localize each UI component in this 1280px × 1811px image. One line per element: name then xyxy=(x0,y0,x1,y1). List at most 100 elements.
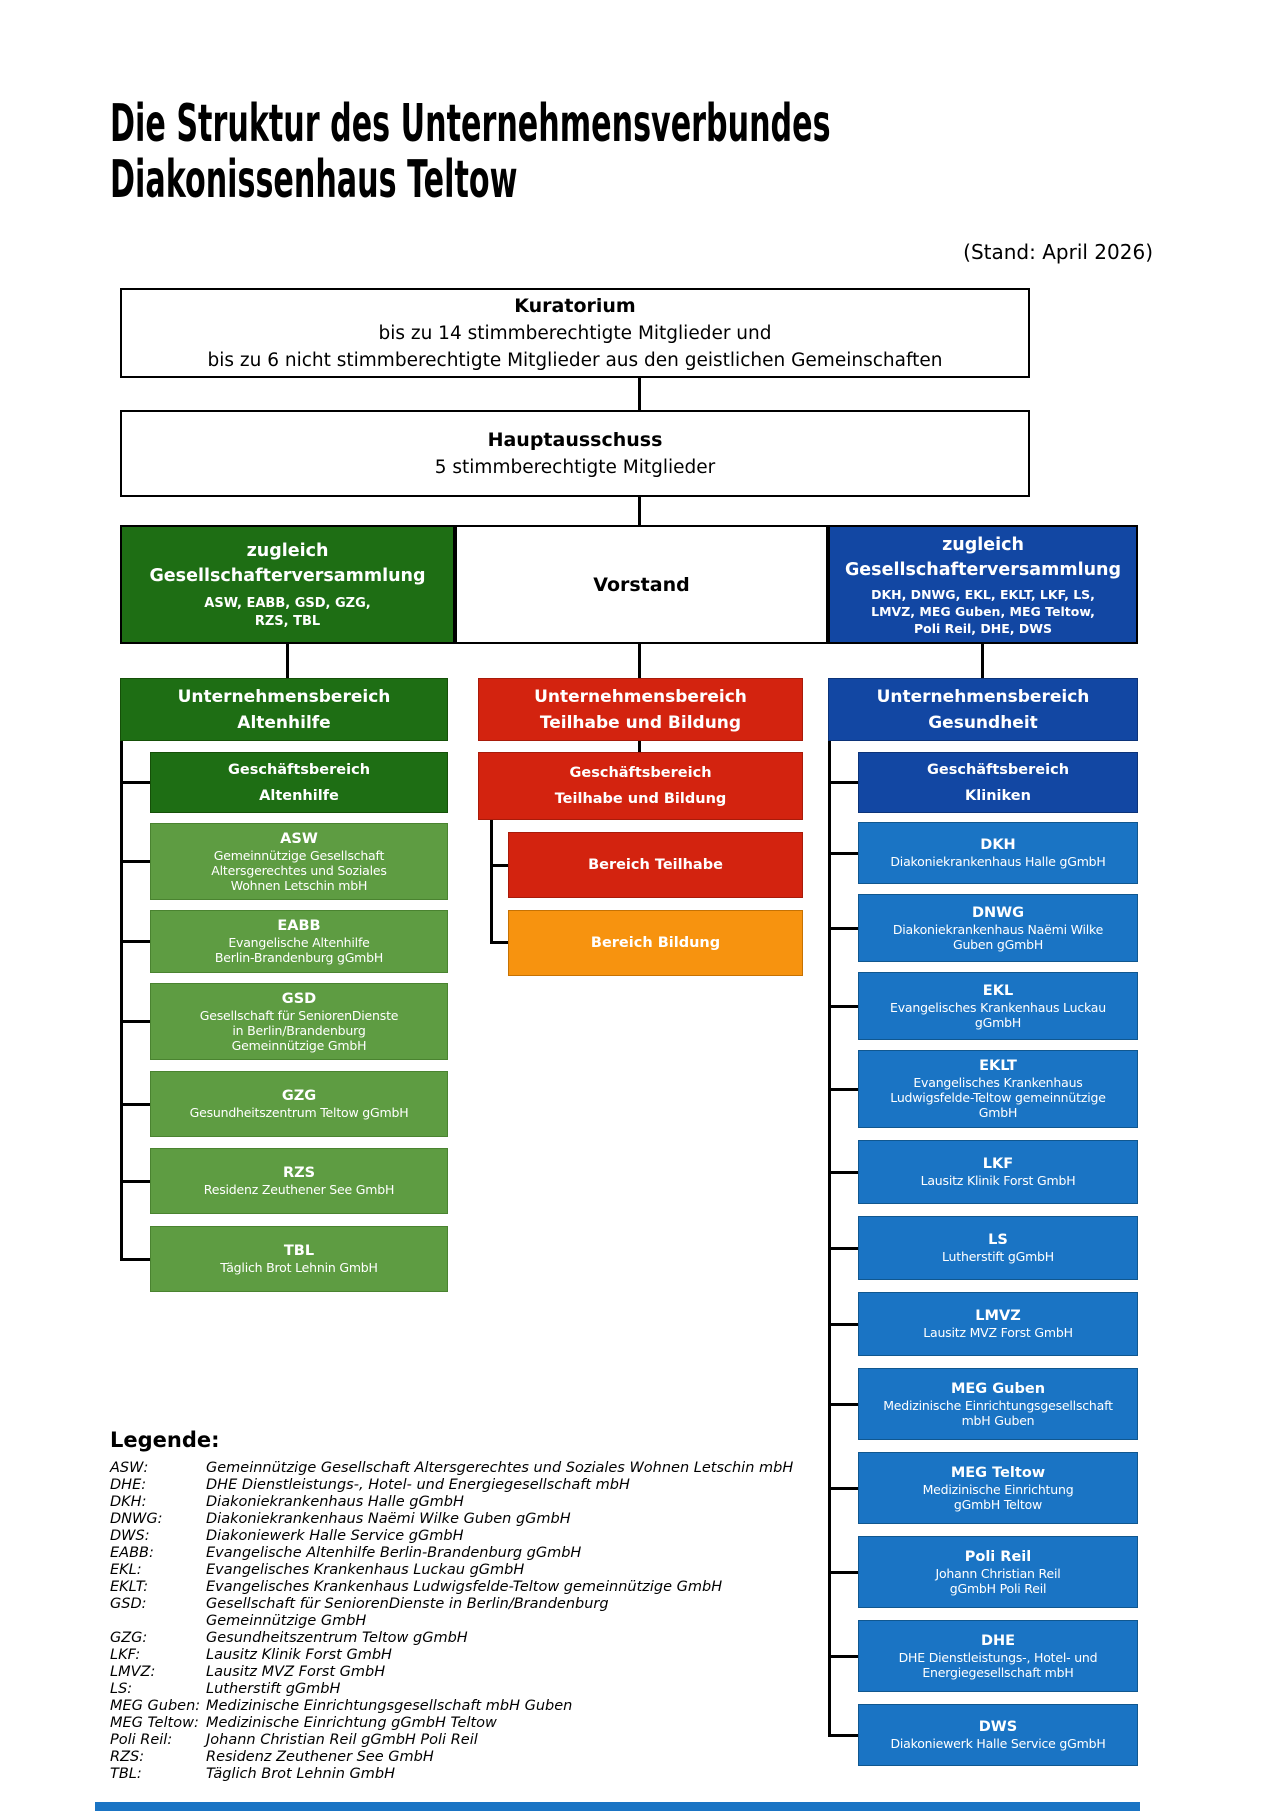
legend-title: Legende: xyxy=(110,1428,220,1452)
legend-abbr: ASW: xyxy=(110,1460,149,1476)
connector-kuratorium-hauptausschuss xyxy=(638,378,641,410)
header-gesundheit-line2: Gesundheit xyxy=(928,712,1038,733)
rzs-abbr: RZS xyxy=(282,1165,316,1181)
header-gesundheit: Unternehmensbereich Gesundheit xyxy=(828,678,1138,741)
legend-name: Residenz Zeuthener See GmbH xyxy=(206,1749,434,1765)
stub-dws xyxy=(828,1734,858,1737)
box-geschaeftsbereich-altenhilfe: Geschäftsbereich Altenhilfe xyxy=(150,752,448,813)
stub-eabb xyxy=(120,940,150,943)
gv-right-line2: Gesellschafterversammlung xyxy=(844,559,1122,580)
stub-bereich-bildung xyxy=(490,941,508,944)
as-of-date: (Stand: April 2026) xyxy=(963,240,1153,264)
legend-abbr: LS: xyxy=(110,1681,133,1697)
eklt-abbr: EKLT xyxy=(979,1058,1017,1074)
header-teilhabe-bildung: Unternehmensbereich Teilhabe und Bildung xyxy=(478,678,803,741)
gb-teilhabe-line2: Teilhabe und Bildung xyxy=(554,791,727,807)
dkh-name: Diakoniekrankenhaus Halle gGmbH xyxy=(890,854,1106,869)
legend-name: Diakoniekrankenhaus Naëmi Wilke Guben gG… xyxy=(206,1511,571,1527)
stub-gb-altenhilfe xyxy=(120,781,150,784)
ls-abbr: LS xyxy=(988,1232,1008,1248)
box-asw: ASW Gemeinnützige Gesellschaft Altersger… xyxy=(150,823,448,900)
legend-name: Evangelische Altenhilfe Berlin-Brandenbu… xyxy=(206,1545,582,1561)
lmvz-name: Lausitz MVZ Forst GmbH xyxy=(923,1325,1073,1340)
legend-name: Gesellschaft für SeniorenDienste in Berl… xyxy=(206,1596,609,1629)
legend-abbr: GSD: xyxy=(110,1596,147,1612)
legend-abbr: DHE: xyxy=(110,1477,147,1493)
box-ekl: EKL Evangelisches Krankenhaus Luckau gGm… xyxy=(858,972,1138,1040)
bereich-teilhabe-label: Bereich Teilhabe xyxy=(588,857,723,873)
stub-dhe xyxy=(828,1655,858,1658)
box-gsd: GSD Gesellschaft für SeniorenDienste in … xyxy=(150,983,448,1060)
box-gzg: GZG Gesundheitszentrum Teltow gGmbH xyxy=(150,1071,448,1137)
header-altenhilfe: Unternehmensbereich Altenhilfe xyxy=(120,678,448,741)
dnwg-abbr: DNWG xyxy=(971,904,1025,921)
box-geschaeftsbereich-kliniken: Geschäftsbereich Kliniken xyxy=(858,752,1138,813)
asw-abbr: ASW xyxy=(280,830,318,847)
asw-name: Gemeinnützige Gesellschaft Altersgerecht… xyxy=(211,847,387,893)
box-eklt: EKLT Evangelisches Krankenhaus Ludwigsfe… xyxy=(858,1050,1138,1128)
gsd-abbr: GSD xyxy=(281,990,317,1007)
box-lmvz: LMVZ Lausitz MVZ Forst GmbH xyxy=(858,1292,1138,1356)
legend-name: Diakoniewerk Halle Service gGmbH xyxy=(206,1528,464,1544)
legend-name: Johann Christian Reil gGmbH Poli Reil xyxy=(206,1732,478,1748)
box-dhe: DHE DHE Dienstleistungs-, Hotel- und Ene… xyxy=(858,1620,1138,1692)
box-rzs: RZS Residenz Zeuthener See GmbH xyxy=(150,1148,448,1214)
page-title-line1: Die Struktur des Unternehmensverbundes xyxy=(110,94,831,154)
gv-right-members: DKH, DNWG, EKL, EKLT, LKF, LS, LMVZ, MEG… xyxy=(871,586,1095,636)
box-bereich-bildung: Bereich Bildung xyxy=(508,910,803,976)
gb-altenhilfe-line2: Altenhilfe xyxy=(259,787,339,804)
box-kuratorium: Kuratorium bis zu 14 stimmberechtigte Mi… xyxy=(120,288,1030,378)
stub-lkf xyxy=(828,1171,858,1174)
legend-abbr: GZG: xyxy=(110,1630,148,1646)
legend-name: Gesundheitszentrum Teltow gGmbH xyxy=(206,1630,468,1646)
stub-dkh xyxy=(828,852,858,855)
hauptausschuss-title: Hauptausschuss xyxy=(487,428,663,451)
box-gesellschafterversammlung-left: zugleich Gesellschafterversammlung ASW, … xyxy=(120,525,455,644)
stub-eklt xyxy=(828,1088,858,1091)
connector-header-gb-teilhabe xyxy=(638,741,641,752)
stub-bereich-teilhabe xyxy=(490,864,508,867)
gb-teilhabe-line1: Geschäftsbereich xyxy=(569,765,712,781)
legend-abbr: RZS: xyxy=(110,1749,145,1765)
bottom-page-bar xyxy=(95,1802,1140,1811)
tbl-name: Täglich Brot Lehnin GmbH xyxy=(220,1260,378,1275)
dws-abbr: DWS xyxy=(978,1719,1018,1735)
stub-rzs xyxy=(120,1180,150,1183)
lkf-abbr: LKF xyxy=(982,1156,1014,1172)
gzg-abbr: GZG xyxy=(281,1088,317,1104)
lkf-name: Lausitz Klinik Forst GmbH xyxy=(920,1173,1076,1188)
stub-asw xyxy=(120,860,150,863)
box-hauptausschuss: Hauptausschuss 5 stimmberechtigte Mitgli… xyxy=(120,410,1030,497)
legend-abbr: EABB: xyxy=(110,1545,154,1561)
gv-left-members: ASW, EABB, GSD, GZG, RZS, TBL xyxy=(204,595,371,629)
spine-teilhabe xyxy=(490,820,493,944)
lmvz-abbr: LMVZ xyxy=(975,1308,1021,1324)
box-tbl: TBL Täglich Brot Lehnin GmbH xyxy=(150,1226,448,1292)
stub-gsd xyxy=(120,1020,150,1023)
stub-meg-teltow xyxy=(828,1487,858,1490)
legend-abbr: DWS: xyxy=(110,1528,150,1544)
box-ls: LS Lutherstift gGmbH xyxy=(858,1216,1138,1280)
header-altenhilfe-line1: Unternehmensbereich xyxy=(177,686,391,707)
legend-abbr: MEG Guben: xyxy=(110,1698,201,1714)
legend-abbr: Poli Reil: xyxy=(110,1732,173,1748)
legend-abbr: MEG Teltow: xyxy=(110,1715,199,1731)
box-meg-guben: MEG Guben Medizinische Einrichtungsgesel… xyxy=(858,1368,1138,1440)
gb-altenhilfe-line1: Geschäftsbereich xyxy=(227,761,371,778)
stub-tbl xyxy=(120,1258,150,1261)
legend: Legende: ASW: Gemeinnützige Gesellschaft … xyxy=(110,1428,793,1783)
legend-name: Evangelisches Krankenhaus Luckau gGmbH xyxy=(206,1562,525,1578)
spine-gesundheit xyxy=(828,741,831,1737)
dkh-abbr: DKH xyxy=(980,837,1016,853)
hauptausschuss-line1: 5 stimmberechtigte Mitglieder xyxy=(434,456,716,478)
box-gesellschafterversammlung-right: zugleich Gesellschafterversammlung DKH, … xyxy=(828,525,1138,644)
legend-name: Gemeinnützige Gesellschaft Altersgerecht… xyxy=(206,1460,794,1476)
stub-gb-kliniken xyxy=(828,781,858,784)
eabb-abbr: EABB xyxy=(277,918,321,934)
dhe-abbr: DHE xyxy=(980,1632,1016,1649)
stub-ekl xyxy=(828,1005,858,1008)
dhe-name: DHE Dienstleistungs-, Hotel- und Energie… xyxy=(898,1649,1098,1680)
box-bereich-teilhabe: Bereich Teilhabe xyxy=(508,832,803,898)
stub-poli-reil xyxy=(828,1571,858,1574)
kuratorium-title: Kuratorium xyxy=(514,294,636,317)
